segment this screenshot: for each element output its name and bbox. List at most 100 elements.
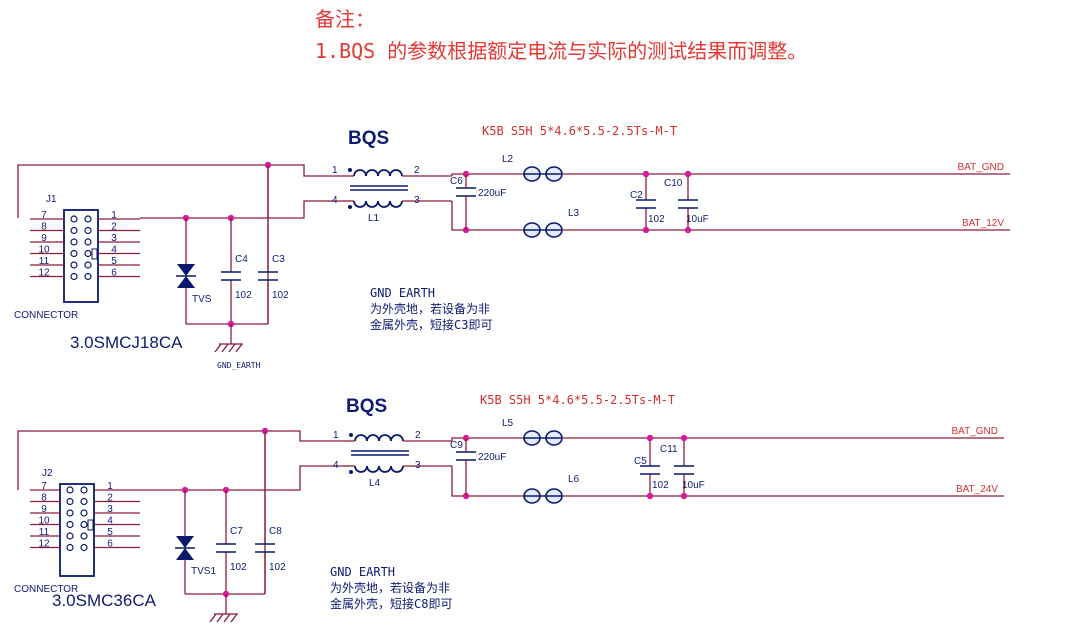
pin-number-left: 8 <box>41 222 47 233</box>
choke-pin-number: 2 <box>414 165 420 176</box>
ground-hatch <box>221 343 229 353</box>
pin-number-left: 10 <box>38 245 50 256</box>
ground-hatch <box>230 613 238 623</box>
connector-pin-icon <box>70 261 78 269</box>
capacitor-value: 102 <box>235 290 252 301</box>
pin-number-left: 8 <box>41 493 47 504</box>
choke-winding-top <box>378 434 392 442</box>
pin-number-left: 9 <box>41 233 47 244</box>
connector-pin-icon <box>84 238 92 246</box>
wire-top-loop <box>17 164 342 218</box>
ground-comment-line: GND EARTH <box>330 565 395 579</box>
connector-pin-icon <box>80 520 88 529</box>
junction-dot <box>680 434 688 442</box>
pin-number-right: 1 <box>111 210 117 221</box>
pin-number-right: 1 <box>107 481 113 492</box>
pin-number-right: 5 <box>107 527 113 538</box>
bead-ref: L6 <box>568 474 580 485</box>
capacitor-ref: C3 <box>272 254 285 265</box>
tvs-diode-icon <box>177 276 195 288</box>
capacitor-value: 102 <box>648 214 665 225</box>
connector-pin-icon <box>66 509 74 517</box>
capacitor-ref: C9 <box>450 440 463 451</box>
choke-winding-top <box>389 169 403 177</box>
connector-key-notch <box>91 248 98 260</box>
choke-winding-bottom <box>365 200 379 208</box>
choke-winding-top <box>354 434 368 442</box>
capacitor-value: 102 <box>272 290 289 301</box>
pin-number-left: 9 <box>41 504 47 515</box>
connector-pin-icon <box>80 509 88 517</box>
capacitor-ref: C4 <box>235 254 248 265</box>
choke-ref: L4 <box>369 478 381 489</box>
choke-winding-bottom <box>378 465 392 473</box>
junction-dot <box>684 170 692 178</box>
choke-pin-number: 2 <box>415 430 421 441</box>
ground-comment-line: 金属外壳，短接C3即可 <box>370 317 492 332</box>
capacitor-ref: C10 <box>664 178 683 189</box>
capacitor-value: 10uF <box>682 480 705 491</box>
pin-number-left: 10 <box>38 516 50 527</box>
wire <box>451 173 524 176</box>
wire-bottom-input <box>140 465 343 491</box>
ground-comment-line: 为外壳地，若设备为非 <box>370 302 490 316</box>
capacitor-ref: C7 <box>230 526 243 537</box>
choke-ref: L1 <box>368 213 380 224</box>
ground-hatch <box>228 343 236 353</box>
junction-dot <box>642 170 650 178</box>
connector-key-notch <box>87 519 94 531</box>
choke-dot-icon <box>348 205 352 209</box>
net-label-bottom: BAT_24V <box>956 484 998 495</box>
capacitor-value: 102 <box>652 480 669 491</box>
ground-net-label: GND_EARTH <box>217 361 261 370</box>
connector-body <box>63 209 99 303</box>
wire <box>451 466 524 497</box>
connector-pin-icon <box>66 497 74 506</box>
connector-pin-icon <box>70 272 78 281</box>
capacitor-ref: C6 <box>450 176 463 187</box>
pin-number-left: 12 <box>38 539 50 550</box>
connector-label: CONNECTOR <box>14 584 78 595</box>
connector-pin-icon <box>70 226 78 235</box>
connector-pin-icon <box>84 215 92 223</box>
capacitor-value: 102 <box>269 562 286 573</box>
connector-pin-icon <box>70 215 78 223</box>
connector-pin-icon <box>84 261 92 269</box>
note-line-1: 1.BQS 的参数根据额定电流与实际的测试结果而调整。 <box>315 39 807 63</box>
net-label-top: BAT_GND <box>952 426 999 437</box>
choke-spec: K5B S5H 5*4.6*5.5-2.5Ts-M-T <box>480 393 675 407</box>
choke-winding-top <box>390 434 404 442</box>
choke-winding-bottom <box>377 200 391 208</box>
bqs-title: BQS <box>346 396 387 417</box>
choke-pin-number: 3 <box>414 195 420 206</box>
pin-number-right: 5 <box>111 256 117 267</box>
pin-number-right: 3 <box>111 233 117 244</box>
junction-dot <box>680 492 688 500</box>
ground-hatch <box>209 613 217 623</box>
pin-number-right: 6 <box>107 539 113 550</box>
choke-winding-bottom <box>366 465 380 473</box>
choke-winding-top <box>365 169 379 177</box>
junction-dot <box>684 226 692 234</box>
capacitor-ref: C2 <box>630 190 643 201</box>
tvs-ref: TVS1 <box>191 566 216 577</box>
connector-ref: J2 <box>42 468 53 479</box>
capacitor-ref: C8 <box>269 526 282 537</box>
tvs-diode-icon <box>177 264 195 276</box>
tvs-part-number: 3.0SMCJ18CA <box>70 333 183 352</box>
pin-number-right: 6 <box>111 268 117 279</box>
wire-bottom-input <box>140 200 342 219</box>
ground-hatch <box>214 343 222 353</box>
bqs-title: BQS <box>348 128 389 149</box>
note-title: 备注： <box>315 7 375 31</box>
choke-winding-bottom <box>354 465 368 473</box>
connector-pin-icon <box>66 532 74 540</box>
choke-winding-bottom <box>390 465 404 473</box>
pin-number-right: 4 <box>107 516 113 527</box>
wire <box>451 201 524 231</box>
choke-pin-number: 3 <box>415 460 421 471</box>
tvs-diode-icon <box>176 548 194 560</box>
